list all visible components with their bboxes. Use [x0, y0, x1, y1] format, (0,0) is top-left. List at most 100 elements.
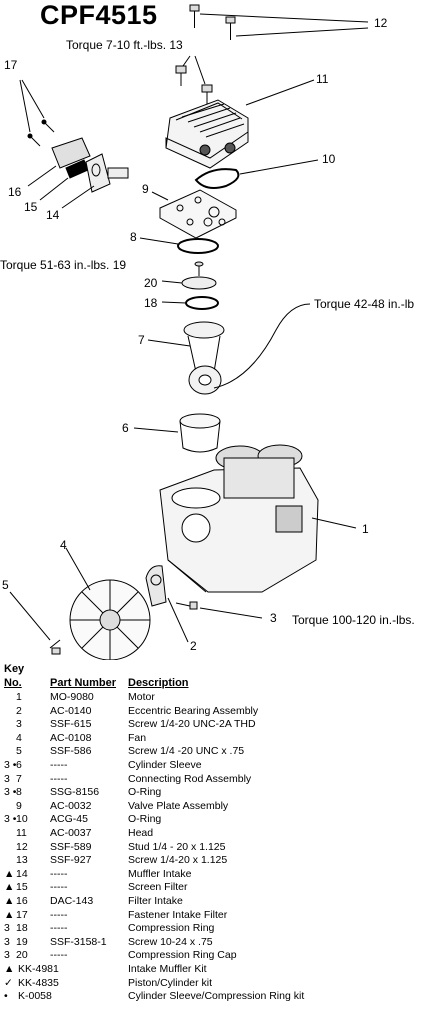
legend-row-part-number: SSF-586: [50, 745, 92, 758]
callout-3: 3: [270, 611, 277, 625]
filter-intake-16: [51, 137, 91, 169]
legend-row-part-number: DAC-143: [50, 895, 94, 907]
callout-1: 1: [362, 522, 369, 536]
legend-row-description: Fastener Intake Filter: [128, 908, 228, 921]
screw-13-right: [201, 84, 213, 105]
fan-4: [69, 579, 151, 660]
legend-row-description: O-Ring: [128, 813, 162, 826]
legend-row-number: 5: [16, 745, 22, 758]
legend-row-description: Connecting Rod Assembly: [128, 772, 252, 785]
cylinder-head-11: [165, 99, 249, 169]
legend-row: 3 •10 ACG-45 O-Ring: [4, 813, 431, 826]
callout-10: 10: [322, 152, 336, 166]
legend-row-description: Screw 1/4-20 x 1.125: [128, 854, 228, 867]
legend-row-description: Valve Plate Assembly: [128, 799, 229, 812]
legend-row-description: Screw 1/4 -20 UNC x .75: [128, 745, 245, 758]
legend-row-number: 1: [16, 691, 22, 703]
legend-row-mark: ▲: [4, 867, 15, 880]
legend-kit-part-number: K-0058: [18, 990, 52, 1003]
legend-row-part-number: -----: [50, 922, 68, 935]
o-ring-8: [177, 238, 219, 254]
screw-13-left: [175, 65, 187, 86]
fastener-intake-filter-17: [27, 119, 55, 147]
legend-row-part-number: -----: [50, 772, 68, 785]
legend-row: 9 AC-0032 Valve Plate Assembly: [4, 800, 431, 813]
torque-label-3: Torque 100-120 in.-lbs.: [292, 613, 415, 627]
legend-row-description: Head: [128, 827, 154, 839]
legend-header-desc: Description: [128, 677, 189, 689]
legend-row-number: 10: [16, 813, 28, 826]
legend-row: 3 18 ----- Compression Ring: [4, 922, 431, 935]
valve-plate-9: [159, 189, 237, 239]
callout-16: 16: [8, 185, 22, 199]
legend-row-mark: 3 •: [4, 786, 17, 799]
legend-header-part: Part Number: [50, 677, 117, 689]
legend-row-number: 12: [16, 840, 28, 853]
legend-row-mark: 3: [4, 922, 10, 935]
legend-row-number: 9: [16, 799, 22, 812]
screw-5: [49, 639, 61, 655]
legend-row-description: Filter Intake: [128, 895, 183, 907]
torque-label-7: Torque 42-48 in.-lb: [314, 297, 415, 311]
legend-row-description: Motor: [128, 691, 155, 703]
legend-row-part-number: -----: [50, 949, 68, 962]
callout-18: 18: [144, 296, 158, 310]
legend-row-description: Cylinder Sleeve: [128, 759, 202, 771]
legend-row-number: 18: [16, 922, 28, 935]
legend-row-number: 3: [16, 718, 22, 731]
legend-kit-part-number: KK-4981: [18, 963, 59, 975]
callout-11: 11: [316, 72, 329, 86]
callout-14: 14: [46, 208, 60, 222]
screw-3: [175, 601, 198, 610]
exploded-parts-diagram: CPF4515: [0, 0, 415, 660]
legend-row-mark: 3: [4, 935, 10, 948]
legend-row-description: Compression Ring: [128, 922, 215, 935]
legend-row-number: 19: [16, 935, 28, 948]
legend-row-description: Screw 1/4-20 UNC-2A THD: [128, 718, 256, 731]
motor-1: [159, 444, 319, 593]
legend-row-mark: 3: [4, 772, 10, 785]
legend-kit-description: Cylinder Sleeve/Compression Ring kit: [128, 990, 305, 1003]
legend-row-part-number: AC-0032: [50, 799, 92, 812]
legend-row-description: Eccentric Bearing Assembly: [128, 704, 259, 717]
legend-row-part-number: AC-0108: [50, 731, 92, 744]
legend-row-mark: ▲: [4, 881, 15, 894]
legend-row-description: Screw 10-24 x .75: [128, 935, 213, 948]
callout-17: 17: [4, 58, 18, 72]
callout-8: 8: [130, 230, 137, 244]
legend-row: 3 SSF-615 Screw 1/4-20 UNC-2A THD: [4, 718, 431, 731]
legend-row-part-number: SSF-615: [50, 718, 92, 731]
legend-row: ▲14-----Muffler Intake: [4, 868, 431, 881]
torque-label-13: Torque 7-10 ft.-lbs. 13: [66, 38, 183, 52]
legend-row-number: 17: [16, 908, 28, 921]
screw-19: [194, 261, 204, 276]
legend-row: 3 •6-----Cylinder Sleeve: [4, 759, 431, 772]
stud-12-top: [189, 4, 200, 28]
legend-row-description: Screen Filter: [128, 881, 188, 894]
legend-row-mark: 3 •: [4, 759, 17, 771]
legend-row-part-number: -----: [50, 759, 68, 771]
legend-row-mark: 3 •: [4, 813, 17, 826]
legend-row-description: Stud 1/4 - 20 x 1.125: [128, 840, 226, 853]
legend-row-part-number: AC-0037: [50, 827, 92, 839]
legend-row-mark: 3: [4, 949, 10, 962]
legend-row-part-number: ACG-45: [50, 813, 88, 826]
legend-kit-mark: ✓: [4, 976, 13, 989]
legend-row-number: 7: [16, 772, 22, 785]
legend-row-part-number: -----: [50, 867, 68, 880]
model-title: CPF4515: [40, 0, 158, 30]
cylinder-sleeve-6: [179, 413, 221, 453]
callout-20: 20: [144, 276, 158, 290]
legend-row-description: Fan: [128, 731, 147, 744]
legend-row-description: Compression Ring Cap: [128, 949, 237, 962]
callout-9: 9: [142, 182, 149, 196]
callout-12: 12: [374, 16, 388, 30]
